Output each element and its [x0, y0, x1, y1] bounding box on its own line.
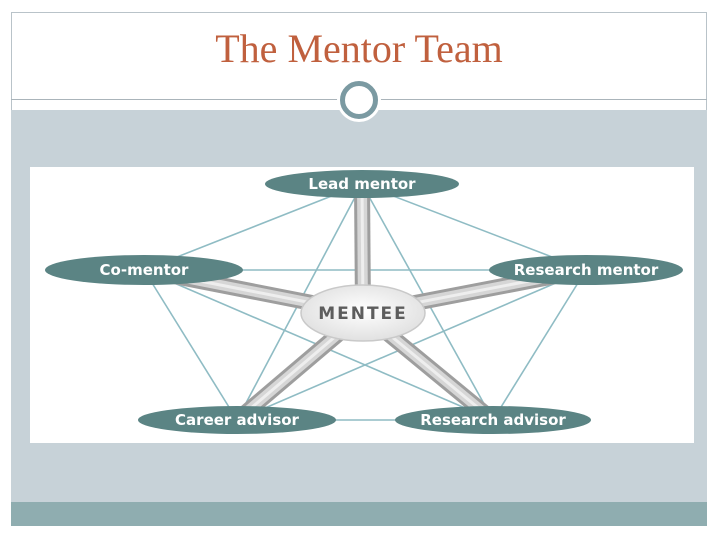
- node-lead-label: Lead mentor: [308, 175, 416, 193]
- node-mentee: MENTEE: [300, 284, 426, 342]
- node-co-shape: [45, 255, 243, 285]
- node-research: Research mentor: [489, 255, 683, 285]
- slide-title: The Mentor Team: [215, 26, 503, 71]
- node-advisor-label: Research advisor: [420, 411, 566, 429]
- node-career: Career advisor: [138, 406, 336, 434]
- connector-co-career: [143, 269, 238, 421]
- node-research-shape: [489, 255, 683, 285]
- node-career-shape: [138, 406, 336, 434]
- node-research-label: Research mentor: [514, 261, 659, 279]
- node-lead: Lead mentor: [265, 170, 459, 198]
- node-mentee-label: MENTEE: [318, 304, 408, 324]
- node-co-label: Co-mentor: [100, 261, 189, 279]
- title-ring-ornament: [340, 81, 378, 119]
- connector-research-advisor: [492, 269, 587, 421]
- node-mentee-shape: [300, 284, 426, 342]
- node-co: Co-mentor: [45, 255, 243, 285]
- connector-lead-research: [361, 183, 587, 271]
- node-career-label: Career advisor: [175, 411, 300, 429]
- connector-lead-co: [143, 183, 363, 271]
- node-advisor: Research advisor: [395, 406, 591, 434]
- node-advisor-shape: [395, 406, 591, 434]
- bottom-band: [11, 502, 707, 526]
- node-lead-shape: [265, 170, 459, 198]
